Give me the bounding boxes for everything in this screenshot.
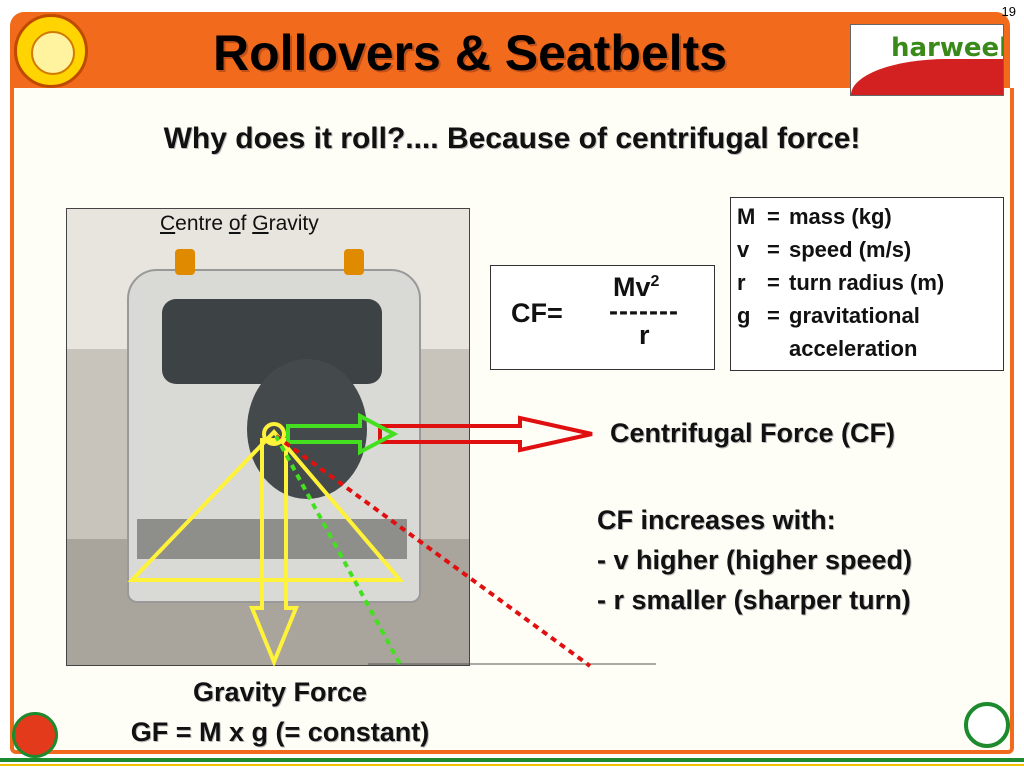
formula-lhs: CF= (511, 298, 563, 328)
formula-numerator: Mv2 (613, 272, 660, 302)
formula-box: CF= Mv2 ------- r (490, 265, 715, 370)
centre-of-gravity-marker (262, 422, 286, 446)
legend-row: v=speed (m/s) (737, 237, 912, 262)
page-number: 19 (1001, 4, 1016, 19)
centre-of-gravity-label: Centre of Gravity (160, 212, 319, 235)
legend-row: acceleration (789, 336, 918, 361)
centrifugal-force-label: Centrifugal Force (CF) (610, 418, 896, 448)
safety-logo-icon (14, 14, 88, 88)
variable-legend: M=mass (kg) v=speed (m/s) r=turn radius … (730, 197, 1004, 371)
footer-line-yellow (0, 764, 1024, 766)
legend-row: r=turn radius (m) (737, 270, 945, 295)
page-title: Rollovers & Seatbelts (212, 25, 728, 81)
brand-text: harweel (891, 33, 1004, 63)
gravity-force-text: Gravity Force GF = M x g (= constant) (130, 677, 430, 747)
stability-triangle (127, 429, 405, 582)
header-bar (10, 12, 1010, 100)
footer-line (0, 758, 1024, 762)
cf-increases-text: CF increases with: - v higher (higher sp… (597, 505, 913, 615)
footer-logo-left-icon (12, 712, 58, 758)
formula-denominator: r (639, 320, 650, 350)
legend-row: M=mass (kg) (737, 204, 892, 229)
footer-logo-right-icon (964, 702, 1010, 748)
gravity-arrow (249, 438, 299, 668)
formula-bar: ------- (609, 296, 679, 326)
centrifugal-arrow-red (378, 415, 593, 453)
tipping-line-green (274, 435, 402, 665)
legend-row: g=gravitational (737, 303, 920, 328)
tipping-line-red (274, 434, 592, 668)
centrifugal-arrow-green (286, 412, 399, 456)
subtitle: Why does it roll?.... Because of centrif… (163, 122, 861, 155)
brand-logo: harweel (850, 24, 1004, 96)
